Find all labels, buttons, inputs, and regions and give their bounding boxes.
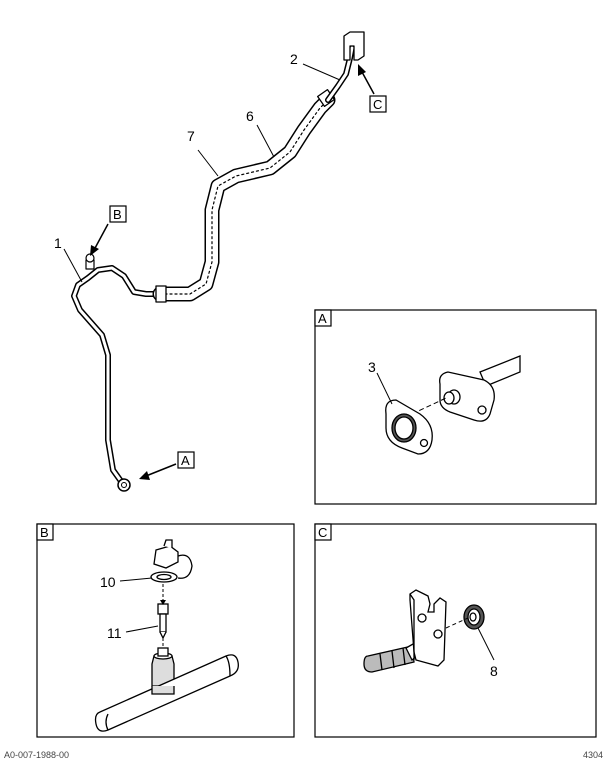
callout-11: 11: [107, 625, 122, 641]
callout-10: 10: [100, 574, 116, 590]
tube-assembly: [71, 31, 365, 492]
svg-text:A: A: [318, 311, 327, 326]
svg-text:C: C: [373, 97, 382, 112]
panel-a-gasket: [385, 399, 433, 455]
leader-7: [197, 149, 219, 177]
panel-a-centerline: [411, 397, 447, 415]
panel-B: B: [36, 523, 295, 738]
callout-8: 8: [490, 663, 498, 679]
panel-b-strap: [177, 554, 193, 579]
leader-8: [477, 627, 495, 661]
svg-text:C: C: [318, 525, 327, 540]
upper-tube-inner: [326, 46, 354, 102]
hose-wrap-texture: [159, 99, 329, 295]
bleeder-cap: [85, 253, 95, 263]
leader-2: [302, 63, 341, 81]
svg-text:A: A: [181, 453, 190, 468]
footer-left: A0-007-1988-00: [4, 750, 69, 760]
svg-text:B: B: [40, 525, 49, 540]
panel-a-flange-hole: [477, 405, 487, 415]
rigid-tube-outer: [71, 265, 163, 487]
panel-b-screw-head: [157, 603, 169, 615]
panel-C: C: [314, 523, 597, 738]
lower-fitting-hole: [121, 482, 127, 488]
leader-1: [63, 248, 83, 283]
callout-3: 3: [368, 359, 376, 375]
upper-flange: [343, 31, 365, 61]
view-ref-B: B: [90, 205, 127, 256]
hose-collar-lower: [155, 285, 167, 303]
wrapped-hose-inner: [154, 94, 334, 300]
view-ref-C: C: [358, 64, 387, 113]
panel-b-screw-body: [159, 613, 167, 633]
leader-11: [125, 625, 159, 633]
rigid-tube-inner: [72, 266, 162, 486]
leader-3: [376, 372, 393, 405]
callout-2: 2: [290, 51, 298, 67]
panel-c-flange: [409, 589, 447, 667]
main-callouts: [63, 63, 341, 283]
leader-6: [256, 124, 275, 158]
panel-A: A: [314, 309, 597, 505]
callout-6: 6: [246, 108, 254, 124]
panel-c-hose: [363, 645, 415, 673]
callout-7: 7: [187, 128, 195, 144]
footer-right: 4304: [583, 750, 603, 760]
leader-10: [119, 577, 153, 582]
view-ref-A: A: [139, 451, 195, 480]
callout-1: 1: [54, 235, 62, 251]
svg-text:B: B: [113, 207, 122, 222]
